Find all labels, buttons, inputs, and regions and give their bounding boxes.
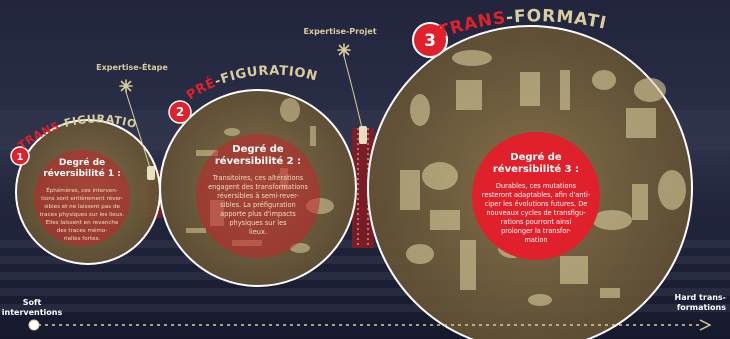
axis-left-label-line1: Soft (23, 298, 42, 307)
axis-right-label-line1: Hard trans- (675, 293, 727, 302)
phase-2-heading-line1: Degré de (232, 143, 284, 155)
phase-2-text-panel (196, 134, 320, 258)
phase-1-body-line: sibles et ne laissent pas de (44, 204, 120, 210)
phase-2-body-line: apporte plus d'impacts (220, 210, 296, 218)
phase-2-body-line: lieux. (249, 228, 267, 236)
phase-1-body-line: Elles laissent en revanche (46, 220, 119, 226)
phase-1-heading-line2: réversibilité 1 : (43, 168, 121, 179)
phase-3-illustrations (400, 50, 686, 306)
phase-1-body-line: rielles fortes. (64, 236, 101, 242)
phase-3-number: 3 (424, 31, 436, 51)
axis-left-label-line2: interventions (2, 308, 63, 317)
expertise-etape-marker: Expertise-Étape (96, 61, 168, 180)
phase-3-body-line: Durables, ces mutations (496, 182, 577, 190)
phase-3-body-line: prolonger la transfor- (501, 227, 571, 235)
phase-2-number: 2 (176, 105, 184, 119)
axis-right-label-line2: formations (677, 303, 726, 312)
phase-2-description: Degré de réversibilité 2 : Transitoires,… (208, 143, 308, 236)
arrow-right-icon (699, 319, 712, 331)
phase-3-badge: 3 (412, 22, 448, 58)
phase-3-body-line: ciper les évolutions futures. De (485, 200, 588, 208)
intensity-axis: Soft interventions Hard trans- formation… (2, 293, 727, 331)
phase-1-text-panel (34, 150, 130, 246)
phase-1-badge: 1 (10, 146, 30, 166)
phase-2-body-line: engagent des transformations (208, 183, 308, 191)
phase-2-body-line: sibles. La préfiguration (220, 201, 296, 209)
phase-3-body-line: rations pourront ainsi (501, 218, 572, 226)
expertise-etape-label: Expertise-Étape (96, 61, 168, 72)
axis-start-dot (28, 319, 40, 331)
phase-1-number: 1 (17, 152, 24, 163)
phase-2-badge: 2 (168, 100, 192, 124)
phase-3-text-panel (472, 132, 600, 260)
phase-3-description: Degré de réversibilité 3 : Durables, ces… (482, 151, 591, 244)
phase-1-description: Degré de réversibilité 1 : Éphémères, ce… (40, 157, 125, 242)
phase-2-heading-line2: réversibilité 2 : (215, 155, 301, 167)
flower-icon (337, 43, 351, 57)
expertise-projet-marker: Expertise-Projet (303, 27, 377, 144)
phase-1-heading-line1: Degré de (59, 157, 105, 168)
phase-3-body-line: resteront adaptables, afin d'anti- (482, 191, 591, 199)
phase-1-body-line: traces physiques sur les lieux. (40, 212, 125, 218)
phase-1-body-line: Éphémères, ces interven- (46, 186, 118, 194)
phase-3-body-line: nouveaux cycles de transfigu- (486, 209, 586, 217)
expertise-projet-label: Expertise-Projet (303, 27, 376, 36)
phase-2-body-line: physiques sur les (229, 219, 287, 227)
phase-3-body-line: mation (524, 236, 547, 244)
phase-2-body-line: réversibles à semi-rever- (217, 192, 299, 200)
phase-3-heading-line2: réversibilité 3 : (493, 163, 579, 175)
phase-2-body-line: Transitoires, ces altérations (212, 174, 304, 182)
phase-3-heading-line1: Degré de (510, 151, 562, 163)
phase-1-body-line: des traces mémo- (57, 227, 108, 234)
flower-icon (119, 79, 133, 93)
phase-1-body-line: tions sont entièrement réver- (41, 195, 123, 202)
